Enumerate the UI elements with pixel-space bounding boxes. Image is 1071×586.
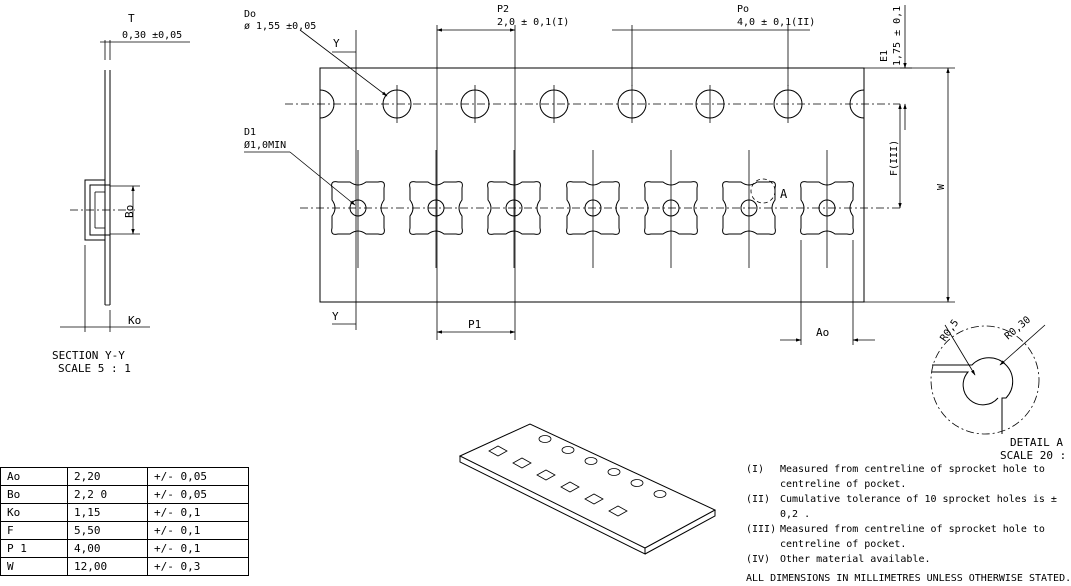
tape-outline bbox=[285, 67, 900, 303]
pocket bbox=[487, 181, 541, 235]
pocket bbox=[644, 181, 698, 235]
table-row: P 1 4,00 +/- 0,1 bbox=[0, 539, 249, 558]
note-item: (IV) Other material available. bbox=[746, 552, 1066, 567]
e1-value: 1,75 ± 0,1 bbox=[892, 6, 903, 66]
w-label: W bbox=[936, 183, 947, 190]
table-row: Ao 2,20 +/- 0,05 bbox=[0, 467, 249, 486]
p2-value: 2,0 ± 0,1(I) bbox=[497, 17, 569, 28]
note-key: (IV) bbox=[746, 554, 771, 565]
po-value: 4,0 ± 0,1(II) bbox=[737, 17, 815, 28]
value-cell: 2,2 0 bbox=[67, 485, 148, 504]
table-row: Ko 1,15 +/- 0,1 bbox=[0, 503, 249, 522]
pocket bbox=[409, 181, 463, 235]
d1-label: D1 bbox=[244, 127, 256, 138]
value-cell: 4,00 bbox=[67, 539, 148, 558]
iso-sprocket-hole bbox=[653, 490, 667, 498]
iso-sprocket-hole bbox=[584, 457, 598, 465]
po-label: Po bbox=[737, 4, 749, 15]
note-text: Cumulative tolerance of 10 sprocket hole… bbox=[780, 494, 1057, 520]
detail-title: DETAIL A bbox=[1010, 436, 1063, 449]
iso-pocket bbox=[536, 469, 556, 481]
p2-label: P2 bbox=[497, 4, 509, 15]
f-label: F(III) bbox=[889, 140, 900, 176]
value-cell: 1,15 bbox=[67, 503, 148, 522]
pockets bbox=[331, 150, 854, 268]
table-row: W 12,00 +/- 0,3 bbox=[0, 557, 249, 576]
e1-label: E1 bbox=[879, 50, 890, 62]
notes-list: (I) Measured from centreline of sprocket… bbox=[746, 462, 1066, 567]
ko-label: Ko bbox=[128, 314, 141, 327]
param-cell: Ko bbox=[0, 503, 68, 522]
param-cell: Ao bbox=[0, 467, 68, 486]
tolerance-cell: +/- 0,05 bbox=[147, 485, 249, 504]
bo-label: Bo bbox=[123, 205, 136, 218]
r05-label: R0,5 bbox=[938, 318, 961, 344]
table-row: Bo 2,2 0 +/- 0,05 bbox=[0, 485, 249, 504]
t-label: T bbox=[128, 12, 135, 25]
iso-sprocket-hole bbox=[630, 479, 644, 487]
do-value: ø 1,55 ±0,05 bbox=[244, 21, 316, 32]
iso-pocket bbox=[560, 481, 580, 493]
d1-value: Ø1,0MIN bbox=[244, 139, 286, 151]
pocket bbox=[566, 181, 620, 235]
note-item: (I) Measured from centreline of sprocket… bbox=[746, 462, 1066, 492]
spec-table: Ao 2,20 +/- 0,05 Bo 2,2 0 +/- 0,05 Ko 1,… bbox=[0, 467, 249, 576]
note-text: Measured from centreline of sprocket hol… bbox=[780, 464, 1045, 490]
y-bottom-label: Y bbox=[332, 310, 339, 323]
table-row: F 5,50 +/- 0,1 bbox=[0, 521, 249, 540]
note-item: (II) Cumulative tolerance of 10 sprocket… bbox=[746, 492, 1066, 522]
section-scale: SCALE 5 : 1 bbox=[58, 362, 131, 375]
footer-note: ALL DIMENSIONS IN MILLIMETRES UNLESS OTH… bbox=[746, 573, 1071, 584]
iso-sprocket-hole bbox=[561, 446, 575, 454]
param-cell: Bo bbox=[0, 485, 68, 504]
iso-pocket bbox=[584, 493, 604, 505]
tolerance-cell: +/- 0,1 bbox=[147, 503, 249, 522]
iso-pocket bbox=[608, 505, 628, 517]
detail-a-callout: A bbox=[780, 187, 788, 201]
pocket bbox=[722, 181, 776, 235]
iso-pocket bbox=[512, 457, 532, 469]
p1-label: P1 bbox=[468, 318, 481, 331]
tolerance-cell: +/- 0,3 bbox=[147, 557, 249, 576]
note-item: (III) Measured from centreline of sprock… bbox=[746, 522, 1066, 552]
y-top-label: Y bbox=[333, 37, 340, 50]
value-cell: 2,20 bbox=[67, 467, 148, 486]
param-cell: F bbox=[0, 521, 68, 540]
sprocket-holes bbox=[319, 85, 865, 123]
tape-3d-view bbox=[458, 423, 717, 555]
iso-sprocket-hole bbox=[607, 468, 621, 476]
value-cell: 5,50 bbox=[67, 521, 148, 540]
param-cell: P 1 bbox=[0, 539, 68, 558]
tolerance-cell: +/- 0,1 bbox=[147, 521, 249, 540]
note-key: (I) bbox=[746, 464, 765, 475]
note-text: Other material available. bbox=[780, 554, 931, 565]
note-key: (II) bbox=[746, 494, 771, 505]
t-value: 0,30 ±0,05 bbox=[122, 30, 182, 41]
tolerance-cell: +/- 0,05 bbox=[147, 467, 249, 486]
detail-a-view bbox=[930, 324, 1046, 435]
note-text: Measured from centreline of sprocket hol… bbox=[780, 524, 1045, 550]
section-view bbox=[60, 40, 190, 332]
iso-pocket bbox=[488, 445, 508, 457]
ao-label: Ao bbox=[816, 326, 829, 339]
pocket bbox=[331, 181, 385, 235]
dimension-lines bbox=[244, 5, 955, 345]
iso-sprocket-hole bbox=[538, 435, 552, 443]
detail-scale: SCALE 20 : 1 bbox=[1000, 449, 1071, 462]
pocket bbox=[800, 181, 854, 235]
note-key: (III) bbox=[746, 524, 777, 535]
value-cell: 12,00 bbox=[67, 557, 148, 576]
param-cell: W bbox=[0, 557, 68, 576]
section-title: SECTION Y-Y bbox=[52, 349, 125, 362]
do-label: Do bbox=[244, 9, 256, 20]
r030-label: R0,30 bbox=[1003, 315, 1033, 343]
tolerance-cell: +/- 0,1 bbox=[147, 539, 249, 558]
